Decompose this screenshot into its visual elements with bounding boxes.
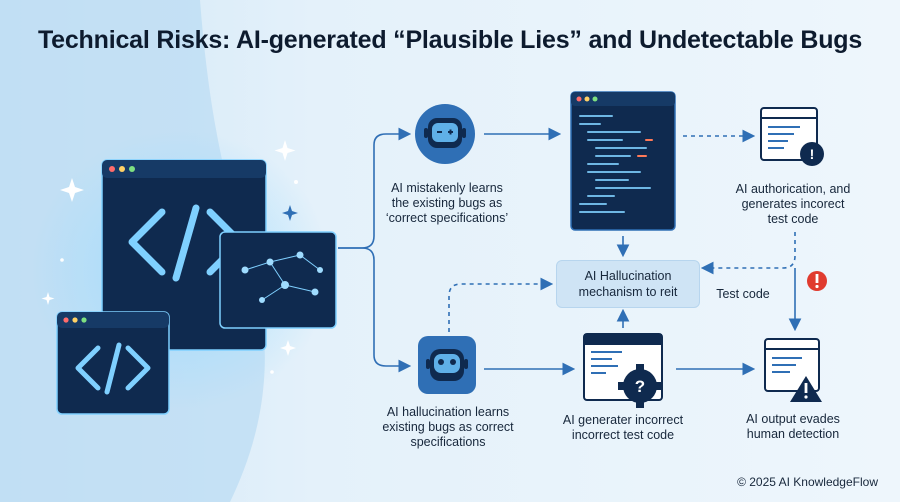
copyright-notice: © 2025 AI KnowledgeFlow [737, 475, 878, 489]
step-learn-correct-label: AI mistakenly learns the existing bugs a… [385, 181, 509, 225]
robot-head-icon [415, 104, 475, 164]
hallucination-mechanism-box: AI Hallucination mechanism to reit [556, 260, 700, 308]
code-window-icon [56, 311, 170, 415]
gear-question-icon: ? [583, 333, 663, 408]
robot-head-icon [418, 336, 476, 394]
warning-badge-icon [807, 271, 827, 291]
document-warning-icon [764, 338, 822, 402]
sparkle-icon [41, 140, 298, 374]
code-editor-icon [570, 91, 676, 231]
test-code-label: Test code [716, 287, 770, 301]
page-title: Technical Risks: AI-generated “Plausible… [37, 26, 863, 54]
svg-text:!: ! [810, 146, 815, 162]
step-evades-label: AI output evades human detection [746, 412, 840, 441]
document-alert-icon: ! [760, 107, 824, 166]
step-generater-label: AI generater incorrect incorrect test co… [562, 413, 684, 442]
network-graph-icon [219, 231, 337, 329]
step-hallucination-learns-label: AI hallucination learns existing bugs as… [382, 405, 514, 449]
step-authorication-label: AI authorication, and generates incorect… [735, 182, 851, 226]
svg-text:?: ? [635, 377, 645, 396]
